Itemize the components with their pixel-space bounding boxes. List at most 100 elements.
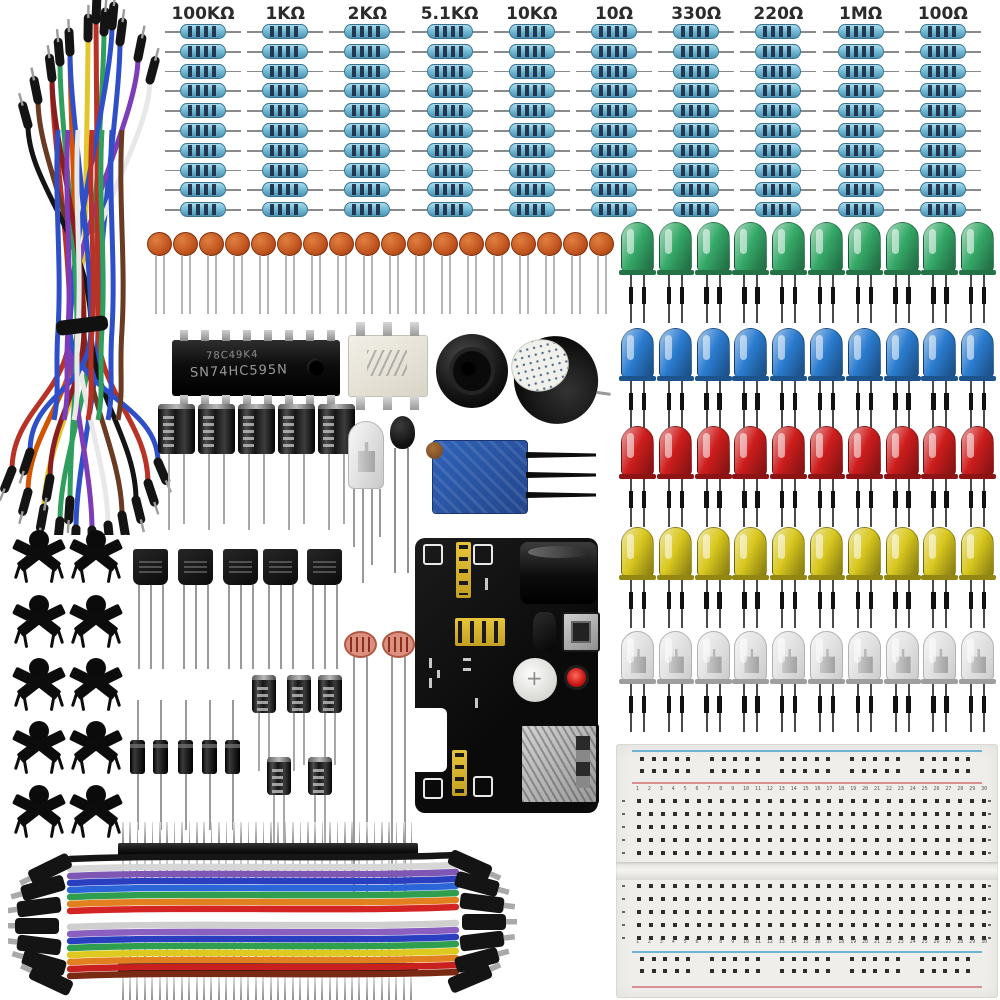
silkscreen-mark — [463, 668, 471, 671]
capacitor-body — [198, 404, 235, 454]
resistor — [822, 103, 899, 119]
capacitor-disc — [537, 232, 562, 256]
resistor-band — [286, 85, 291, 97]
resistor-body — [262, 103, 309, 119]
breadboard-hole — [875, 799, 879, 803]
resistor-body — [262, 24, 309, 39]
resistor-body — [919, 24, 966, 39]
resistor-band — [360, 144, 365, 156]
resistor-lead — [719, 110, 735, 112]
resistor-body — [508, 103, 555, 119]
resistor-lead — [904, 50, 920, 53]
breadboard-hole — [970, 936, 975, 940]
breadboard-hole — [791, 910, 796, 914]
resistor-band — [524, 45, 529, 57]
resistor-lead — [965, 189, 981, 192]
dupont-cap — [53, 37, 65, 67]
resistor-lead — [740, 130, 756, 132]
header-pin — [344, 822, 346, 843]
breadboard-hole — [732, 923, 737, 927]
button-leg — [70, 819, 79, 835]
resistor-band — [599, 105, 603, 117]
breadboard-hole — [875, 812, 879, 816]
capacitor-lead — [183, 454, 185, 524]
breadboard-hole — [934, 799, 939, 803]
resistor-band — [869, 105, 874, 117]
breadboard-hole — [886, 897, 891, 901]
breadboard-hole — [791, 936, 796, 940]
ribbon-wire — [66, 961, 460, 973]
header-pin — [373, 822, 376, 843]
dc-barrel-jack — [520, 542, 597, 604]
transistor-leg — [162, 585, 164, 669]
breadboard-hole — [708, 923, 713, 927]
breadboard-hole — [744, 825, 749, 829]
breadboard-hole — [648, 851, 653, 855]
resistor-band — [278, 65, 283, 77]
resistor-lead — [740, 169, 756, 172]
resistor — [658, 103, 735, 119]
breadboard-hole — [684, 799, 689, 803]
resistor-body — [673, 162, 720, 178]
resistor-band — [943, 45, 948, 57]
resistor-band — [352, 105, 357, 117]
resistor — [740, 142, 817, 159]
resistor-body — [755, 103, 802, 119]
resistor-band — [705, 26, 710, 37]
breadboard-hole — [744, 838, 749, 842]
resistor-body — [426, 63, 473, 79]
resistor-lead — [576, 149, 591, 152]
resistor-band — [853, 26, 858, 37]
resistor-lead — [801, 31, 817, 33]
thermistor-bead — [390, 416, 415, 449]
pin-tip — [140, 25, 146, 39]
led-leg — [931, 479, 936, 527]
resistor-band — [935, 125, 940, 136]
resistor-body — [262, 123, 309, 138]
led-leg — [931, 580, 936, 628]
resistor-lead — [822, 70, 838, 73]
breadboard-hole — [958, 936, 963, 940]
breadboard-hole — [767, 799, 772, 803]
resistor-band — [779, 184, 784, 196]
resistor-band — [286, 184, 291, 196]
breadboard-hole — [931, 757, 936, 761]
capacitor-disc — [459, 232, 484, 256]
diode-lead — [137, 774, 139, 830]
transistor-leg — [268, 585, 270, 669]
breadboard-hole — [648, 897, 653, 901]
dupont-connector — [459, 930, 516, 952]
resistor — [493, 43, 570, 60]
resistor-band — [705, 45, 710, 57]
resistor-body — [262, 43, 309, 59]
resistor-body — [262, 142, 309, 158]
button-leg — [49, 696, 56, 712]
resistor-band — [458, 26, 463, 37]
resistor-band — [532, 125, 537, 136]
resistor-band — [861, 85, 866, 97]
resistor-lead — [165, 130, 180, 132]
breadboard-hole — [780, 769, 784, 773]
breadboard-hole — [826, 969, 830, 973]
header-pin — [269, 976, 272, 1000]
resistor-band — [540, 204, 545, 216]
resistor-body — [591, 24, 637, 39]
resistor-band — [853, 85, 858, 97]
capacitor-disc — [147, 232, 172, 256]
breadboard-hole — [851, 923, 856, 927]
resistor-band — [623, 125, 627, 136]
resistor — [904, 103, 981, 119]
row-letter-mark — [988, 911, 991, 913]
breadboard-hole — [744, 884, 749, 888]
led-bulb — [885, 631, 919, 681]
transistor-body — [307, 549, 342, 585]
resistor-band — [458, 105, 463, 117]
resistor-band — [286, 125, 291, 136]
breadboard-hole — [744, 769, 749, 773]
breadboard-hole — [958, 910, 963, 914]
resistor-band — [442, 85, 447, 97]
breadboard-hole — [958, 838, 963, 842]
column-number: 23 — [897, 786, 904, 792]
breadboard-hole — [946, 936, 951, 940]
resistor-lead — [801, 110, 817, 112]
